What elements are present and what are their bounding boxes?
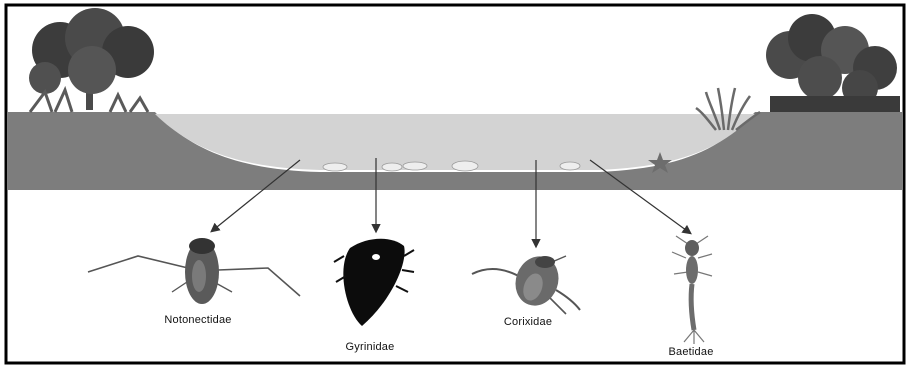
label-corixidae: Corixidae (504, 316, 552, 328)
label-baetidae: Baetidae (668, 346, 713, 358)
label-gyrinidae: Gyrinidae (346, 341, 395, 353)
label-notonectidae: Notonectidae (164, 314, 231, 326)
